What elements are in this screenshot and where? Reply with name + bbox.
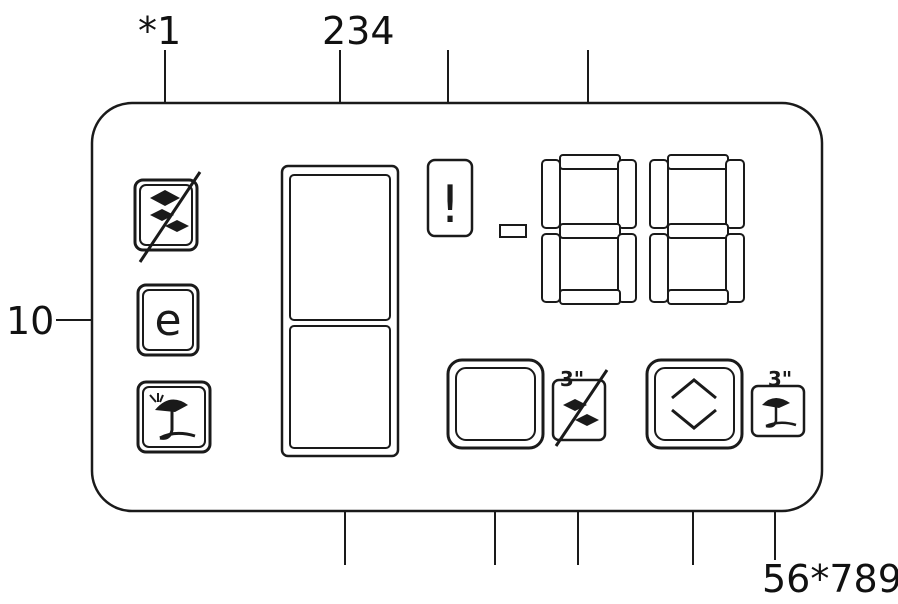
display-digit-2 bbox=[649, 154, 745, 305]
display-digit-1 bbox=[541, 154, 637, 305]
eco-mode-button[interactable] bbox=[136, 283, 200, 357]
display-minus-segment bbox=[499, 224, 527, 238]
up-down-button[interactable] bbox=[645, 358, 744, 450]
ice-off-button[interactable] bbox=[446, 358, 545, 450]
callout-label-234: 234 bbox=[322, 9, 395, 53]
eco-mode-icon: e bbox=[154, 295, 181, 346]
hold-3s-vacation-icon bbox=[750, 384, 806, 438]
callout-label-1: *1 bbox=[138, 9, 182, 53]
panel-outline bbox=[90, 101, 824, 513]
callout-label-56789: 56*789 bbox=[762, 557, 898, 601]
hold-3s-label-2: 3" bbox=[768, 367, 792, 391]
compartment-indicator bbox=[280, 164, 400, 458]
hold-3s-label-1: 3" bbox=[560, 367, 584, 391]
callout-label-10: 10 bbox=[6, 299, 55, 343]
alarm-exclamation-icon: ! bbox=[440, 175, 461, 235]
vacation-mode-icon bbox=[136, 380, 212, 454]
ice-off-icon bbox=[133, 171, 202, 263]
alarm-icon-frame bbox=[426, 158, 474, 238]
hold-3s-ice-off-icon bbox=[551, 369, 609, 447]
